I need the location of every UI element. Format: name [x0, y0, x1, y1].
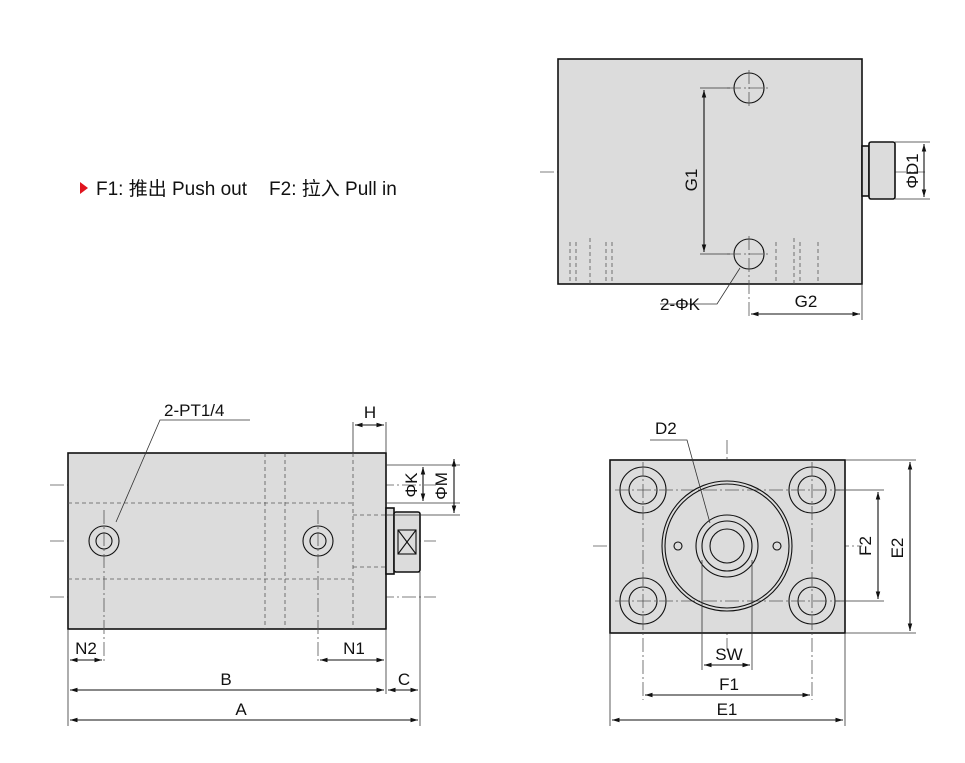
side-view: 2-PT1/4 H ΦK ΦM N2 N1 B C A — [50, 401, 460, 726]
force-legend: F1: 推出 Push out F2: 拉入 Pull in — [80, 174, 397, 201]
ports-label: 2-PT1/4 — [164, 401, 224, 420]
front-view-body — [609, 459, 846, 634]
k-label: ΦK — [402, 472, 421, 498]
f1-label: F1 — [719, 675, 739, 694]
b-label: B — [220, 670, 231, 689]
f2-text: 拉入 Pull in — [301, 179, 397, 200]
d1-label: ΦD1 — [903, 153, 922, 188]
g2-label: G2 — [795, 292, 818, 311]
sw-label: SW — [715, 645, 742, 664]
f1-label: F1: — [96, 179, 124, 200]
n2-label: N2 — [75, 639, 97, 658]
a-label: A — [235, 700, 247, 719]
e2-label: E2 — [888, 538, 907, 559]
n1-label: N1 — [343, 639, 365, 658]
d2-label: D2 — [655, 419, 677, 438]
rod-end — [868, 141, 896, 200]
top-view-body — [557, 58, 863, 285]
f2-label: F2 — [856, 536, 875, 556]
c-label: C — [398, 670, 410, 689]
top-view: G1 ΦD1 2-ΦK G2 — [540, 58, 930, 320]
flange — [661, 480, 793, 612]
front-view: D2 F2 E2 SW F1 E1 — [593, 419, 916, 726]
m-label: ΦM — [432, 472, 451, 500]
side-view-body — [67, 452, 387, 630]
holes-label: 2-ΦK — [660, 295, 701, 314]
e1-label: E1 — [717, 700, 738, 719]
f2-label: F2: — [269, 179, 297, 200]
f1-text: 推出 Push out — [128, 179, 248, 200]
rod-icon — [695, 514, 759, 578]
g1-label: G1 — [682, 169, 701, 192]
red-triangle-icon — [80, 182, 88, 194]
h-label: H — [364, 403, 376, 422]
